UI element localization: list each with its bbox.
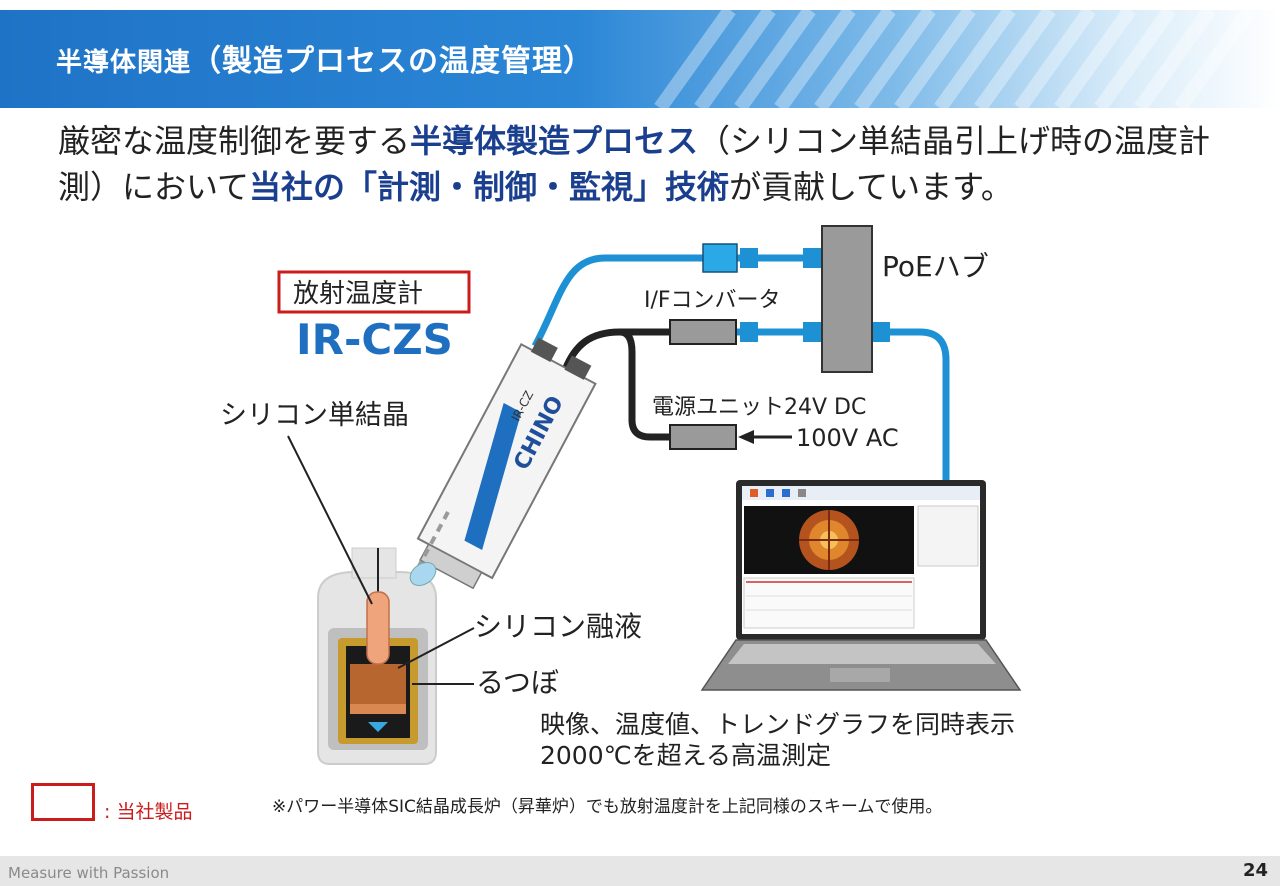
footnote: ※パワー半導体SIC結晶成長炉（昇華炉）でも放射温度計を上記同様のスキームで使用…: [272, 797, 943, 817]
silicon-ingot: [366, 591, 390, 665]
legend-label: : 当社製品: [104, 801, 193, 823]
silicon-melt-label: シリコン融液: [474, 610, 642, 643]
legend-box: [31, 783, 95, 821]
connector-left-blue: [702, 243, 738, 273]
caption-line-1: 映像、温度値、トレンドグラフを同時表示: [540, 710, 1015, 739]
title-paren: （製造プロセスの温度管理）: [191, 44, 595, 79]
thermometer-device: CHINO IR-CZ: [416, 337, 597, 590]
leader-crystal: [287, 435, 373, 605]
measurement-beam: [416, 511, 450, 569]
connector-blue-4: [803, 322, 821, 342]
header-stripes: [620, 10, 1280, 108]
product-highlight-box: [277, 270, 471, 314]
cable-thermometer-to-hub: [531, 254, 820, 348]
connector-blue-1: [740, 248, 758, 268]
if-converter-label: I/Fコンバータ: [644, 288, 781, 313]
title-main: 半導体関連: [56, 48, 192, 78]
rotation-arrow: [368, 722, 388, 732]
cable-hub-to-laptop: [872, 328, 950, 482]
power-unit-label: 電源ユニット24V DC: [652, 395, 866, 420]
thermometer-label: 放射温度計: [293, 279, 423, 309]
poe-hub-label: PoEハブ: [882, 250, 989, 283]
laptop: [700, 480, 1022, 691]
poe-hub-box: [821, 225, 873, 373]
lead-part-3: が貢献しています。: [729, 168, 1013, 206]
lead-bold-1: 半導体製造プロセス: [410, 122, 699, 160]
connector-blue-2: [803, 248, 821, 268]
if-converter-box: [669, 319, 737, 345]
connector-blue-3: [740, 322, 758, 342]
footer-slogan: Measure with Passion: [8, 864, 170, 882]
caption-line-2: 2000℃を超える高温測定: [540, 741, 831, 770]
silicon-crystal-label: シリコン単結晶: [220, 400, 409, 431]
page-title: 半導体関連（製造プロセスの温度管理）: [56, 36, 594, 80]
lead-bold-2: 当社の「計測・制御・監視」技術: [249, 168, 730, 206]
page-number: 24: [1242, 860, 1268, 881]
footer-bar: [0, 856, 1280, 886]
ac-input-label: 100V AC: [796, 424, 899, 452]
lead-part-1: 厳密な温度制御を要する: [58, 122, 411, 160]
crucible-label: るつぼ: [476, 666, 559, 699]
cable-power: [619, 328, 670, 441]
leader-melt: [397, 627, 475, 669]
ac-arrow-head: [738, 430, 754, 444]
connector-blue-5: [872, 322, 890, 342]
lead-part-2: （シリコン単結晶引上げ時の温度計測）において: [58, 122, 1211, 206]
product-model: IR-CZS: [296, 315, 453, 364]
header-bar: [0, 10, 1280, 108]
power-unit-box: [669, 424, 737, 450]
lead-text: 厳密な温度制御を要する半導体製造プロセス（シリコン単結晶引上げ時の温度計測）にお…: [58, 118, 1258, 210]
